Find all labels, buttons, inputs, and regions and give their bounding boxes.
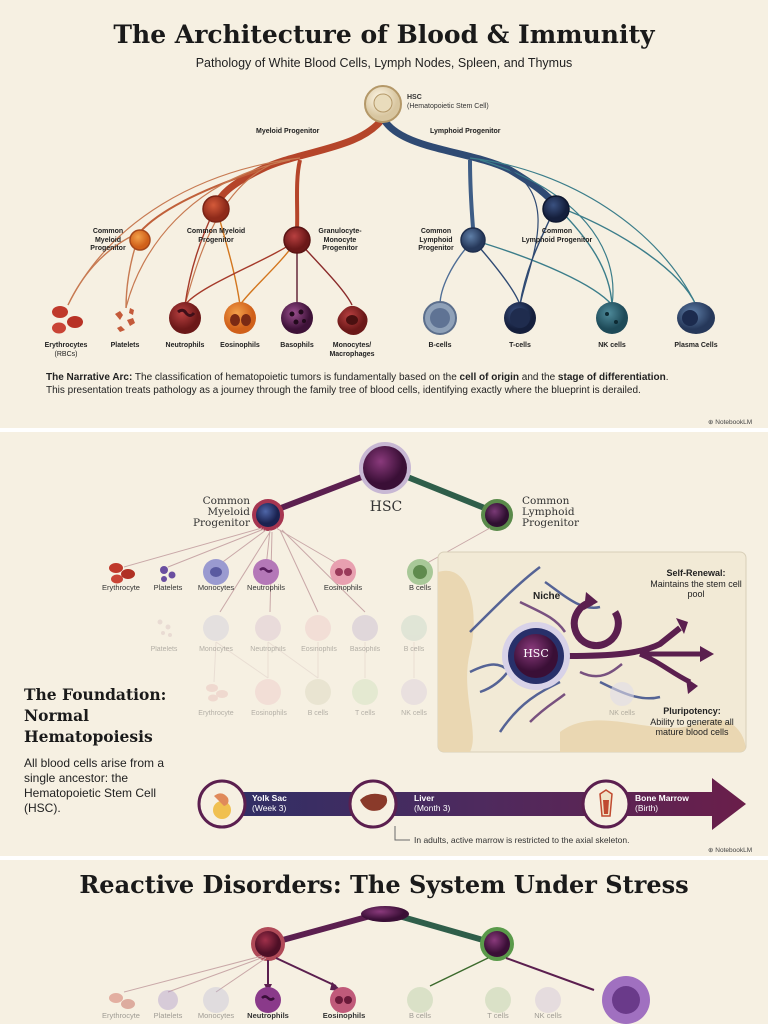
hsc-sublabel: (Hematopoietic Stem Cell) (407, 103, 489, 110)
notebooklm-brand-2: ⊕ NotebookLM (708, 847, 753, 854)
row1-eosinophils: Eosinophils (323, 583, 363, 592)
erythrocyte-icon (109, 563, 135, 584)
erythrocytes-icon (52, 306, 83, 334)
row2-label: Platelets (150, 646, 178, 653)
panel-architecture: The Architecture of Blood & Immunity Pat… (0, 0, 768, 428)
timeline-arrow (212, 778, 746, 830)
self-renewal-text: Self-Renewal:Maintains the stem cell poo… (650, 568, 742, 599)
row1-neutrophils: Neutrophils (247, 583, 285, 592)
cell-label-neutrophils: Neutrophils (165, 342, 205, 349)
row2-label: Eosinophils (301, 646, 337, 653)
cmp-left-node (129, 229, 151, 251)
row3-label: T cells (354, 710, 376, 717)
pluripotency-text: Pluripotency:Ability to generate all mat… (650, 706, 734, 737)
cell-label-b-cells: B-cells (428, 342, 452, 349)
row1-platelets: Platelets (153, 583, 183, 592)
self-renewal-arrow (570, 598, 622, 650)
lymphoid-branch-label: Lymphoid Progenitor (430, 128, 501, 135)
platelets-icon (115, 308, 135, 332)
normal-hematopoiesis-diagram (109, 442, 747, 841)
timeline-liver: Liver(Month 3) (414, 793, 451, 813)
cell-label-platelets: Platelets (110, 342, 140, 349)
clp-right-node (542, 195, 570, 223)
row-label: NK cells (534, 1011, 562, 1020)
reactive-title: Reactive Disorders: The System Under Str… (79, 870, 689, 899)
cmp-node (256, 503, 280, 527)
timeline-yolk-sac: Yolk Sac(Week 3) (252, 793, 287, 813)
timeline-note: In adults, active marrow is restricted t… (414, 835, 630, 845)
myeloid-branch-label: Myeloid Progenitor (256, 128, 320, 135)
page-title: The Architecture of Blood & Immunity (113, 20, 655, 49)
neutrophils-icon-2 (253, 559, 279, 585)
niche-hsc-label: HSC (523, 647, 549, 660)
foundation-body: All blood cells arise from a single ance… (24, 756, 165, 815)
foundation-title: The Foundation: Normal Hematopoiesis (24, 685, 167, 746)
hsc-label: HSC (407, 94, 422, 101)
row1-b-cells: B cells (408, 583, 432, 592)
cell-label-t-cells: T-cells (509, 342, 531, 349)
neutrophils-icon (169, 302, 201, 334)
cell-label-eosinophils: Eosinophils (220, 342, 260, 349)
row2-label: Neutrophils (250, 646, 286, 653)
cmp-node-3 (255, 931, 281, 957)
row2-label: Monocytes (199, 646, 233, 653)
row1-monocytes: Monocytes (197, 583, 235, 592)
basophils-icon (281, 302, 313, 334)
row2-label: Basophils (349, 646, 381, 653)
row-label: B cells (408, 1011, 432, 1020)
cmp-center-node (202, 195, 230, 223)
row-label-eosinophils: Eosinophils (322, 1011, 366, 1020)
clp-node-3 (484, 931, 510, 957)
gmp-node (283, 226, 311, 254)
row-label-neutrophils: Neutrophils (247, 1011, 289, 1020)
notebooklm-brand: ⊕ NotebookLM (708, 419, 753, 426)
neutrophils-icon-3 (255, 987, 281, 1013)
row2-label: B cells (403, 646, 425, 653)
platelets-icon-2 (160, 566, 176, 582)
row1-erythrocyte: Erythrocyte (102, 583, 140, 592)
timeline-bone-marrow: Bone Marrow(Birth) (635, 793, 689, 813)
cell-label-plasma-cells: Plasma Cells (674, 342, 718, 349)
row3-label: B cells (307, 710, 329, 717)
row3-label: NK cells (401, 710, 427, 717)
cell-label-nk-cells: NK cells (598, 342, 626, 349)
narrative-text: The Narrative Arc: The classification of… (46, 372, 669, 396)
pluripotency-arrows (567, 625, 682, 659)
row3-label: Eosinophils (251, 710, 287, 717)
hsc-node-partial (361, 906, 409, 922)
nk-cells-icon (596, 302, 628, 334)
row-label: Platelets (153, 1011, 183, 1020)
reactive-disorders-diagram (109, 906, 650, 1024)
row-label: Erythrocyte (102, 1011, 140, 1020)
hematopoiesis-tree-diagram (52, 85, 715, 335)
niche-label: Niche (533, 591, 561, 602)
hsc-center-label: HSC (369, 499, 403, 515)
row-label: Monocytes (197, 1011, 235, 1020)
clp-node (485, 503, 509, 527)
panel-reactive-disorders: Reactive Disorders: The System Under Str… (0, 860, 768, 1024)
page-subtitle: Pathology of White Blood Cells, Lymph No… (195, 56, 573, 70)
divider (0, 428, 768, 432)
eosinophils-icon (224, 302, 256, 334)
cell-label-monocytes: Monocytes/Macrophages (329, 342, 375, 358)
row-label: T cells (487, 1011, 509, 1020)
cell-label-basophils: Basophils (280, 342, 314, 349)
row3-label: Erythrocyte (198, 710, 234, 717)
divider-2 (0, 856, 768, 860)
clp-left-node (460, 227, 486, 253)
cell-label-erythrocytes: Erythrocytes(RBCs) (44, 342, 88, 358)
row3-label: NK cells (609, 710, 635, 717)
